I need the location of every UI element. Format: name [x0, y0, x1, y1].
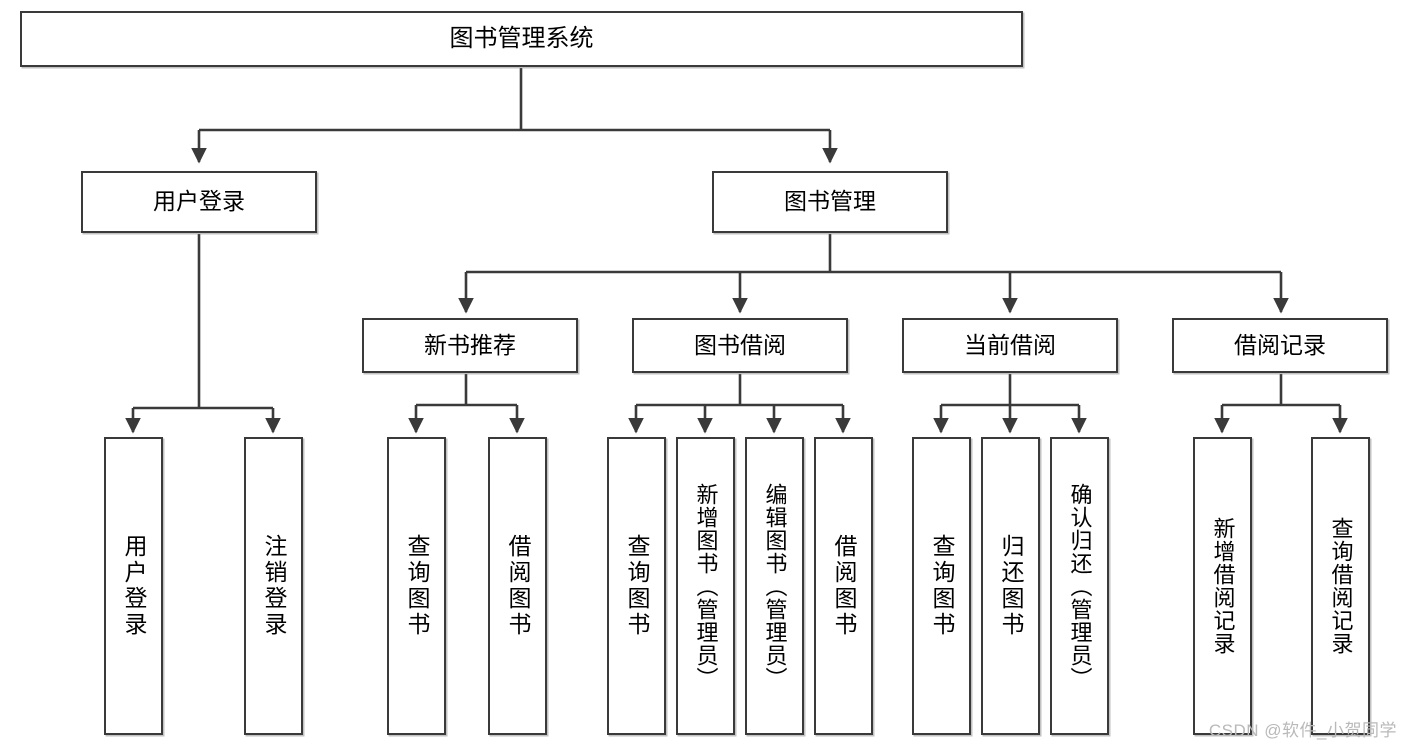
- node-label: 借阅图书: [505, 534, 531, 638]
- node-label: 借阅记录: [1234, 331, 1326, 358]
- node-label: 用户登录: [121, 534, 147, 638]
- leaf-return-book[interactable]: 归还图书: [981, 437, 1040, 735]
- node-label: 查询图书: [929, 534, 955, 638]
- node-label: 图书管理系统: [449, 24, 594, 52]
- leaf-query-book-borrow[interactable]: 查询图书: [607, 437, 666, 735]
- node-user-login[interactable]: 用户登录: [81, 171, 317, 233]
- leaf-query-book-current[interactable]: 查询图书: [912, 437, 971, 735]
- leaf-add-book-admin[interactable]: 新增图书（管理员）: [676, 437, 735, 735]
- leaf-logout[interactable]: 注销登录: [244, 437, 303, 735]
- node-label: 新增图书（管理员）: [693, 482, 719, 690]
- node-label: 新书推荐: [424, 331, 516, 358]
- leaf-query-book-recommend[interactable]: 查询图书: [387, 437, 446, 735]
- node-label: 当前借阅: [964, 331, 1056, 358]
- leaf-user-login[interactable]: 用户登录: [104, 437, 163, 735]
- node-label: 新增借阅记录: [1210, 517, 1236, 655]
- leaf-borrow-book-recommend[interactable]: 借阅图书: [488, 437, 547, 735]
- leaf-edit-book-admin[interactable]: 编辑图书（管理员）: [745, 437, 804, 735]
- node-label: 确认归还（管理员）: [1067, 482, 1093, 690]
- node-label: 用户登录: [153, 188, 245, 215]
- node-label: 注销登录: [261, 534, 287, 638]
- node-label: 查询图书: [404, 534, 430, 638]
- node-label: 归还图书: [998, 534, 1024, 638]
- node-label: 查询借阅记录: [1328, 517, 1354, 655]
- node-current-borrowing[interactable]: 当前借阅: [902, 318, 1118, 373]
- node-book-management[interactable]: 图书管理: [712, 171, 948, 233]
- node-book-management-system[interactable]: 图书管理系统: [20, 11, 1023, 67]
- leaf-query-borrow-record[interactable]: 查询借阅记录: [1311, 437, 1370, 735]
- watermark: CSDN @软件_小贺同学: [1208, 721, 1397, 740]
- node-label: 图书借阅: [694, 331, 786, 358]
- node-label: 编辑图书（管理员）: [762, 482, 788, 690]
- node-book-borrowing[interactable]: 图书借阅: [632, 318, 848, 373]
- leaf-borrow-book[interactable]: 借阅图书: [814, 437, 873, 735]
- leaf-add-borrow-record[interactable]: 新增借阅记录: [1193, 437, 1252, 735]
- node-new-book-recommendation[interactable]: 新书推荐: [362, 318, 578, 373]
- leaf-confirm-return-admin[interactable]: 确认归还（管理员）: [1050, 437, 1109, 735]
- node-label: 查询图书: [624, 534, 650, 638]
- node-label: 借阅图书: [831, 534, 857, 638]
- node-borrowing-record[interactable]: 借阅记录: [1172, 318, 1388, 373]
- node-label: 图书管理: [784, 188, 876, 215]
